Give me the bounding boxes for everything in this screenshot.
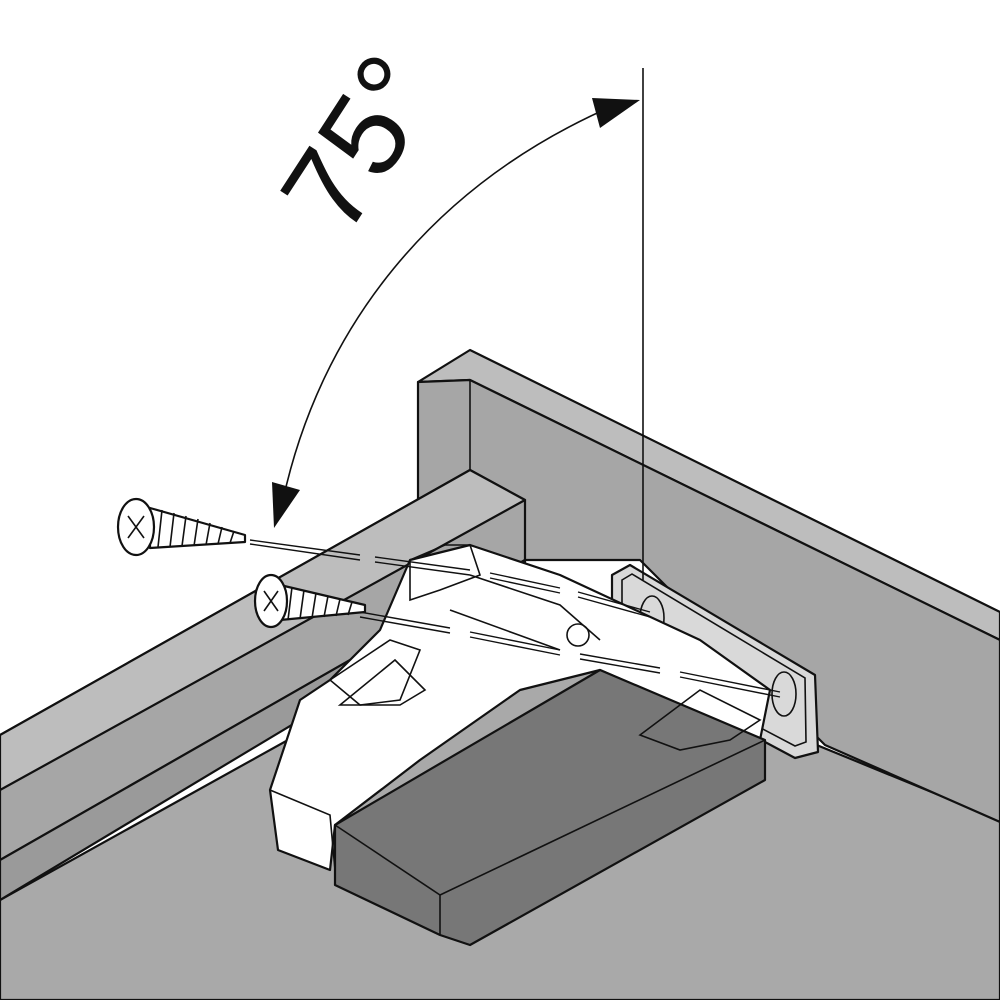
- screw-lower-icon: [253, 573, 367, 629]
- screw-axis-lines: [249, 539, 781, 698]
- arrow-head-top: [592, 98, 640, 128]
- bracket-body: [333, 668, 767, 947]
- screw-hole-lower: [771, 671, 797, 717]
- screw-upper-icon: [116, 497, 247, 557]
- angle-label: 75°: [256, 33, 464, 255]
- adjust-screw-head: [566, 623, 590, 647]
- angle-arc: [282, 104, 616, 501]
- arrow-head-bottom: [272, 482, 300, 528]
